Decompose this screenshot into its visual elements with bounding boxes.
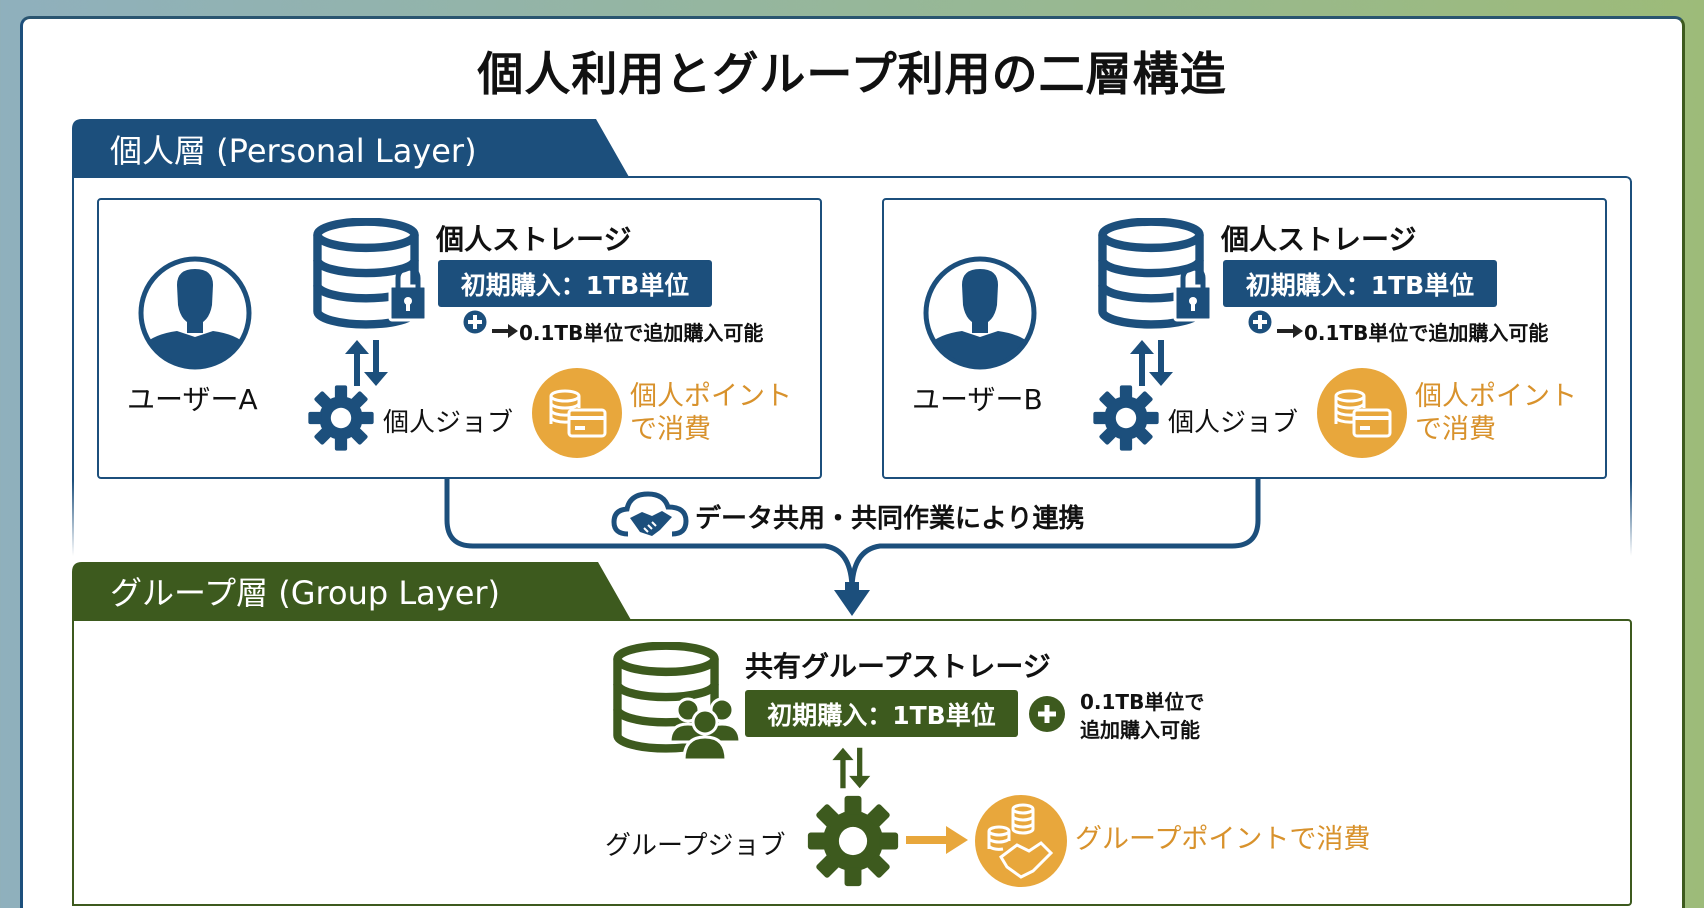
connector-label: データ共用・共同作業により連携 <box>695 504 1085 534</box>
group-additional-line2: 追加購入可能 <box>1080 718 1200 742</box>
user-name: ユーザーA <box>127 383 258 416</box>
points-text: 個人ポイント で消費 <box>1415 380 1577 446</box>
points-text-line2: で消費 <box>630 414 711 445</box>
coins-card-icon <box>532 368 622 458</box>
coins-handshake-icon <box>975 795 1067 887</box>
group-additional-purchase-text: 0.1TB単位で 追加購入可能 <box>1080 688 1204 744</box>
initial-purchase-badge: 初期購入：1TB単位 <box>438 260 712 307</box>
group-initial-purchase-badge: 初期購入：1TB単位 <box>745 690 1018 737</box>
storage-title: 個人ストレージ <box>1221 223 1417 256</box>
database-lock-icon <box>1095 218 1213 336</box>
group-layer-tab-label: グループ層 (Group Layer) <box>110 574 501 612</box>
arrow-down-icon <box>834 582 870 616</box>
database-lock-icon <box>310 218 428 336</box>
group-layer-panel <box>72 619 1632 906</box>
points-text: 個人ポイント で消費 <box>630 380 792 446</box>
gear-icon <box>807 795 899 887</box>
user-avatar-icon <box>138 256 252 370</box>
user-name: ユーザーB <box>912 383 1043 416</box>
group-additional-line1: 0.1TB単位で <box>1080 690 1205 714</box>
arrow-right-icon <box>492 324 518 338</box>
initial-purchase-badge: 初期購入：1TB単位 <box>1223 260 1497 307</box>
sync-arrows-icon <box>832 747 871 789</box>
plus-circle-icon <box>1247 309 1273 335</box>
group-points-text: グループポイントで消費 <box>1075 824 1371 855</box>
additional-purchase-text: 0.1TB単位で追加購入可能 <box>519 321 764 345</box>
job-label: 個人ジョブ <box>383 408 514 438</box>
page-title: 個人利用とグループ利用の二層構造 <box>477 47 1227 101</box>
additional-purchase-text: 0.1TB単位で追加購入可能 <box>1304 321 1549 345</box>
personal-layer-tab <box>72 119 629 179</box>
plus-circle-icon <box>462 309 488 335</box>
job-label: 個人ジョブ <box>1168 408 1299 438</box>
group-layer-tab <box>72 562 631 622</box>
personal-layer-tab-label: 個人層 (Personal Layer) <box>110 132 477 170</box>
plus-circle-icon <box>1029 696 1065 732</box>
coins-card-icon <box>1317 368 1407 458</box>
user-avatar-icon <box>923 256 1037 370</box>
points-text-line2: で消費 <box>1415 414 1496 445</box>
points-text-line1: 個人ポイント <box>630 381 792 412</box>
group-job-label: グループジョブ <box>605 831 786 861</box>
database-group-icon <box>610 642 742 762</box>
points-text-line1: 個人ポイント <box>1415 381 1577 412</box>
arrow-right-icon <box>906 826 968 854</box>
personal-layer-panel <box>72 176 1632 556</box>
storage-title: 個人ストレージ <box>436 223 632 256</box>
group-storage-title: 共有グループストレージ <box>745 650 1051 683</box>
cloud-handshake-icon <box>611 491 689 537</box>
arrow-right-icon <box>1277 324 1303 338</box>
